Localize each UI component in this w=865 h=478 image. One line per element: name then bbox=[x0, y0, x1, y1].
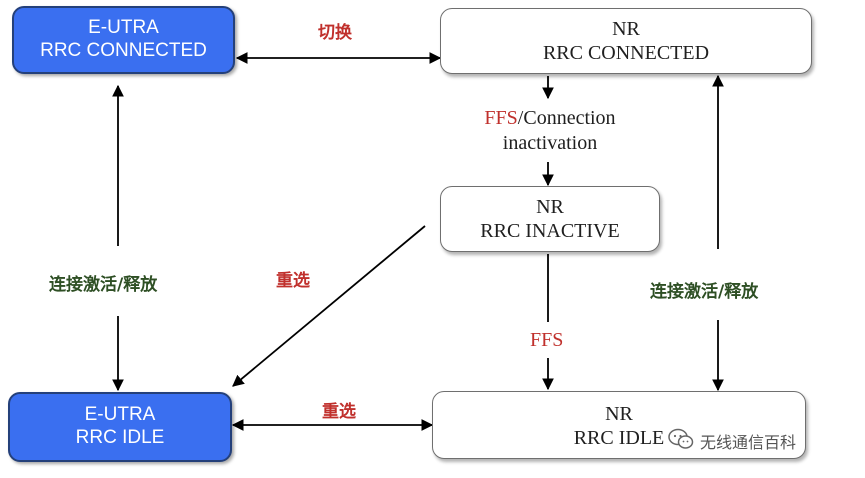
eutra-rrc-connected-box: E-UTRA RRC CONNECTED bbox=[12, 6, 235, 74]
wechat-icon bbox=[668, 428, 694, 454]
eutra-idle-line2: RRC IDLE bbox=[75, 427, 165, 448]
ffs-connection-inactivation-label: FFS/Connection inactivation bbox=[470, 106, 630, 156]
ffs-upper-label: FFS bbox=[484, 107, 518, 129]
nr-rrc-idle-box: NR RRC IDLE bbox=[432, 391, 806, 459]
watermark-text: 无线通信百科 bbox=[700, 433, 797, 452]
eutra-idle-line1: E-UTRA bbox=[84, 404, 156, 426]
connect-release-right-label: 连接激活/释放 bbox=[650, 282, 759, 302]
nr-idle-line2: RRC IDLE bbox=[573, 427, 665, 449]
ffs-lower-label: FFS bbox=[530, 329, 564, 351]
nr-rrc-connected-box: NR RRC CONNECTED bbox=[440, 8, 812, 74]
connection-label: /Connection bbox=[517, 107, 616, 129]
reselect-diagonal-label: 重选 bbox=[276, 271, 310, 291]
nr-connected-line2: RRC CONNECTED bbox=[542, 42, 710, 64]
arrow-reselect-diagonal bbox=[232, 225, 426, 387]
nr-idle-line1: NR bbox=[605, 403, 633, 425]
connect-release-left-label: 连接激活/释放 bbox=[49, 275, 158, 295]
nr-connected-line1: NR bbox=[612, 18, 640, 40]
nr-inactive-line2: RRC INACTIVE bbox=[480, 220, 620, 242]
watermark: 无线通信百科 bbox=[668, 428, 796, 454]
nr-rrc-inactive-box: NR RRC INACTIVE bbox=[440, 186, 660, 252]
nr-inactive-line1: NR bbox=[536, 196, 564, 218]
reselect-bottom-label: 重选 bbox=[322, 402, 356, 422]
handover-label: 切换 bbox=[318, 23, 352, 43]
inactivation-label: inactivation bbox=[502, 132, 598, 154]
eutra-rrc-idle-box: E-UTRA RRC IDLE bbox=[8, 392, 232, 462]
eutra-connected-line1: E-UTRA bbox=[88, 17, 159, 39]
eutra-connected-line2: RRC CONNECTED bbox=[40, 40, 207, 61]
